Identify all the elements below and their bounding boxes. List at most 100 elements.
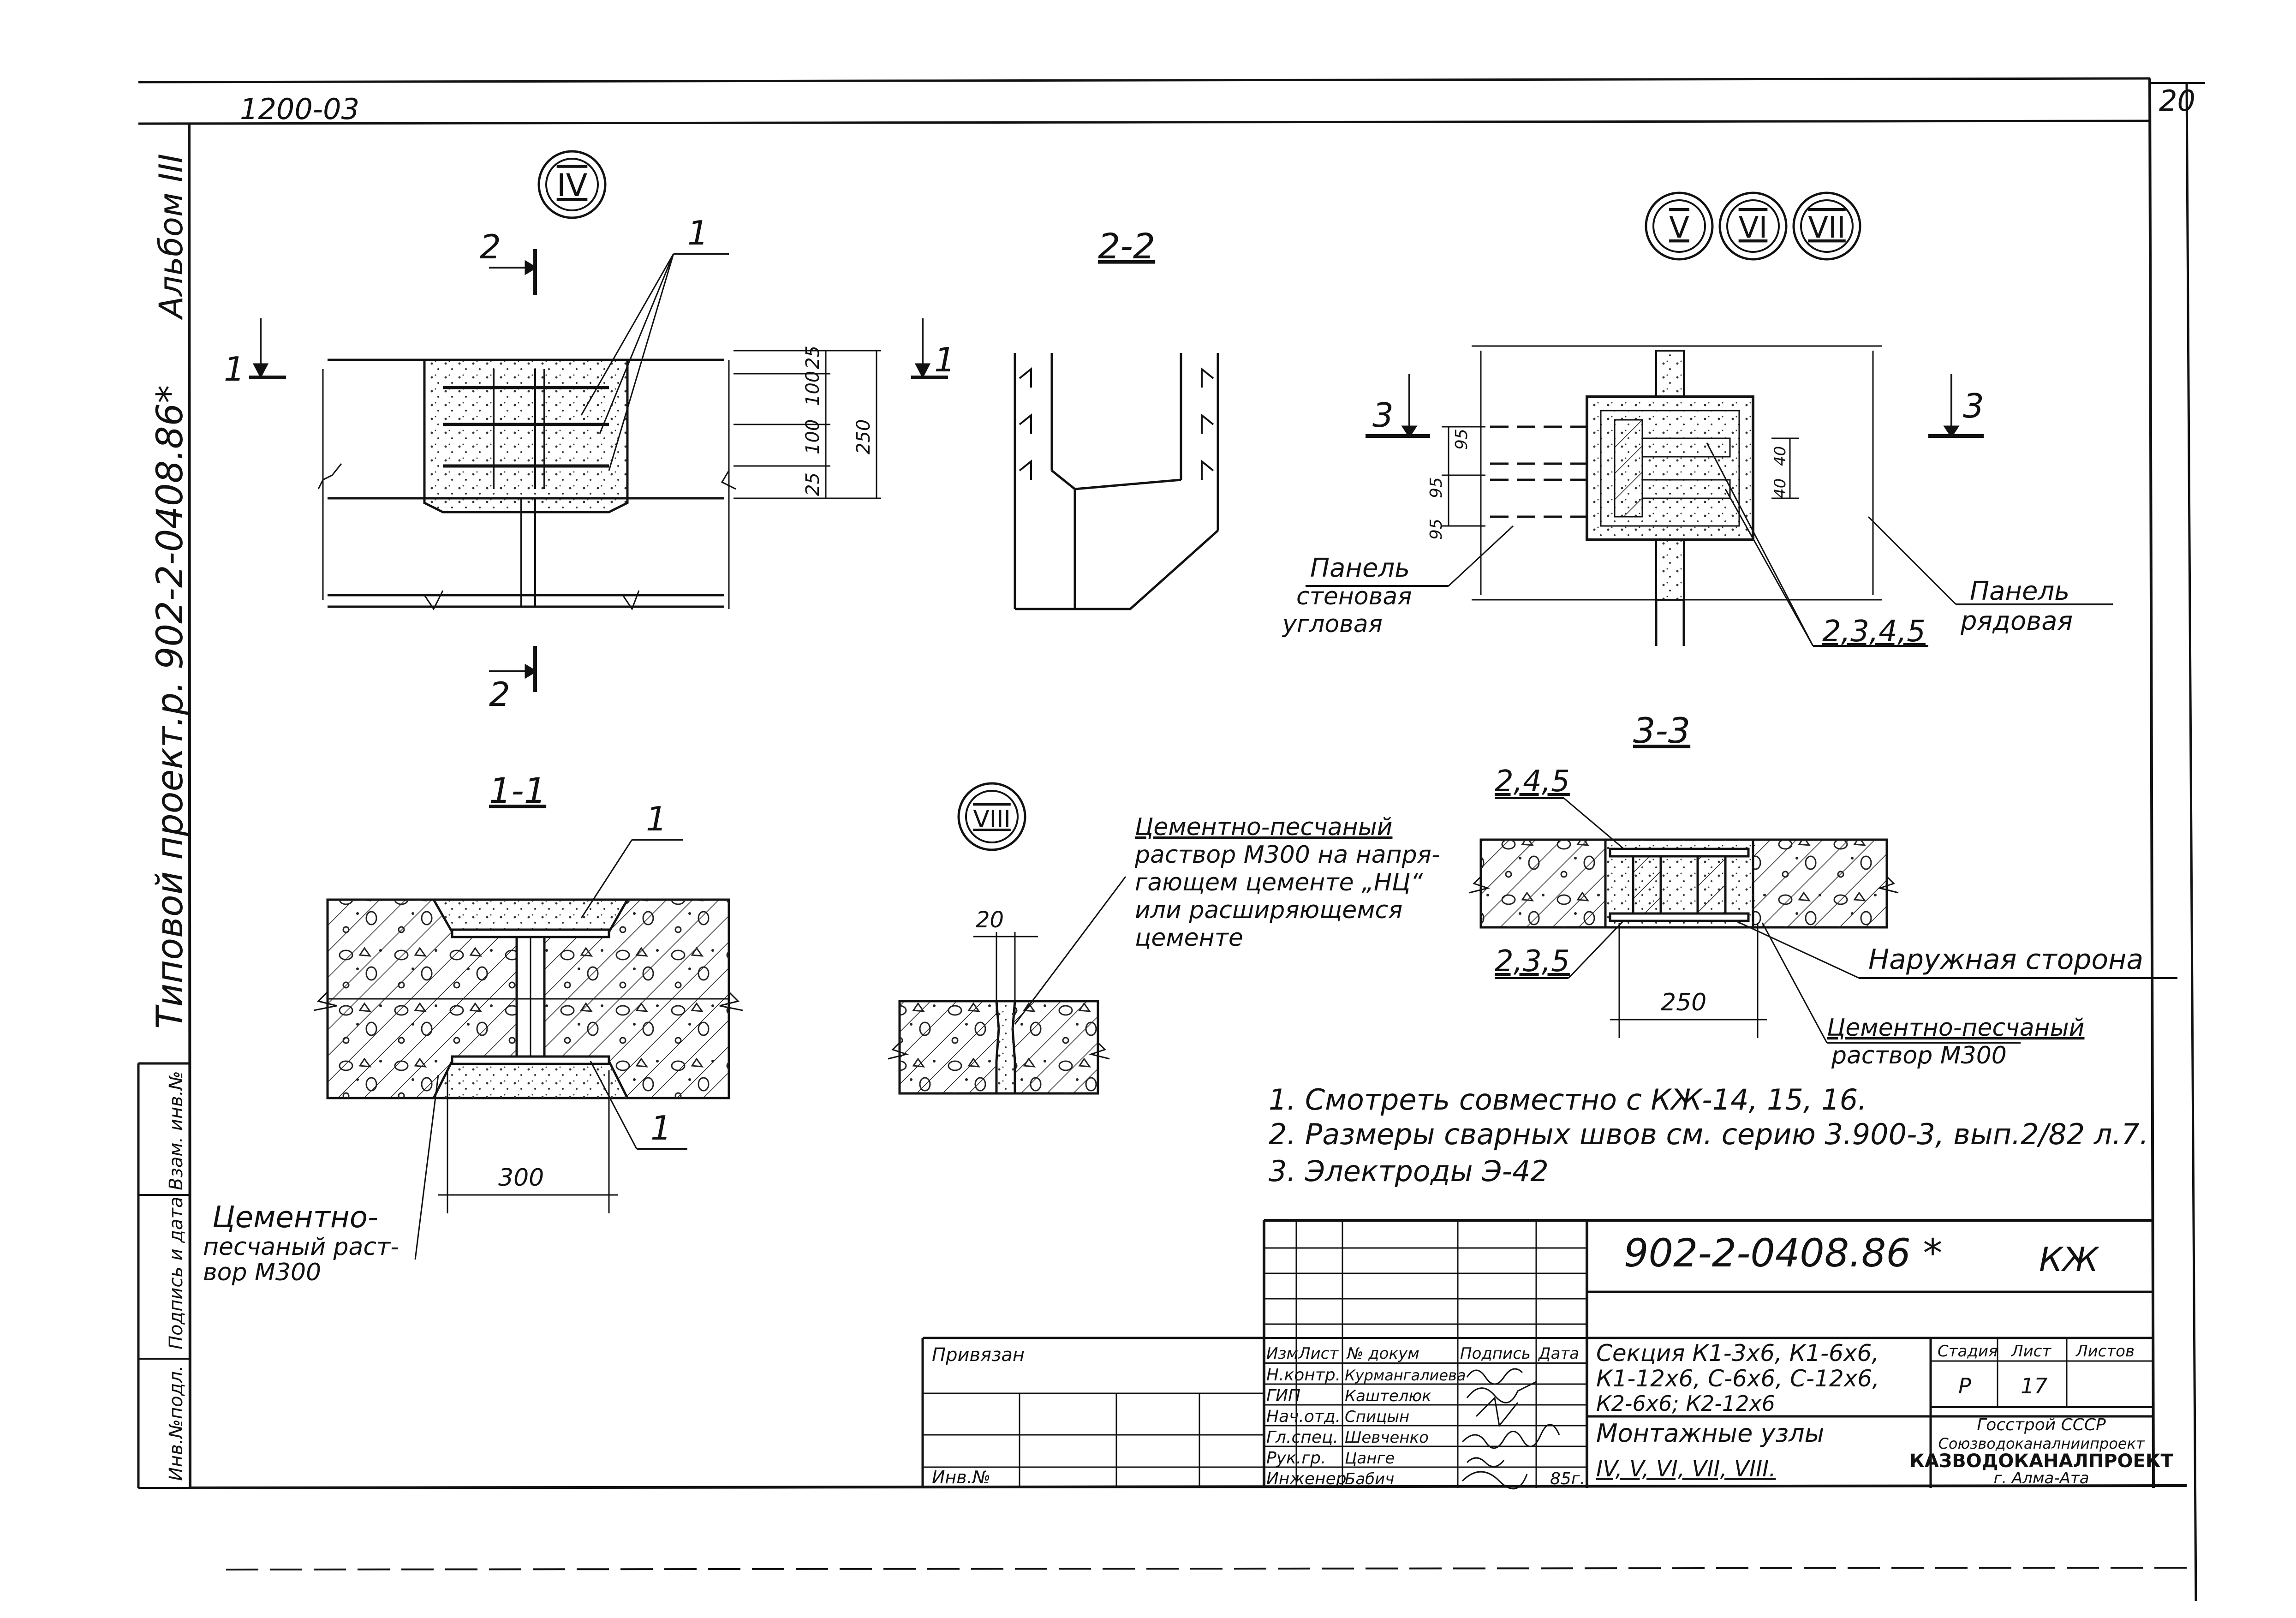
- dim-250-vertical: 250: [853, 419, 874, 454]
- stage-value: Р: [1958, 1373, 1971, 1398]
- node-vi-label: VI: [1739, 211, 1768, 245]
- label-panel-corner-1: Панель: [1310, 553, 1410, 583]
- label-mortar-b1: Цементно-: [212, 1200, 378, 1235]
- name-babich: Бабич: [1345, 1470, 1394, 1488]
- cut-mark-2-bottom: 2: [489, 675, 510, 714]
- label-panel-row-1: Панель: [1970, 576, 2069, 606]
- sheet-title-2: К1-12х6, С-6х6, С-12х6,: [1596, 1365, 1879, 1392]
- label-outer-side: Наружная сторона: [1868, 943, 2143, 976]
- dim-40-a: 40: [1771, 446, 1789, 466]
- section-1-1-title: 1-1: [489, 770, 546, 811]
- cut-mark-3-right: 3: [1963, 387, 1984, 425]
- cut-mark-1-right: 1: [934, 340, 955, 379]
- title-block-grid: [921, 1219, 2152, 1488]
- col-header-date: Дата: [1538, 1344, 1579, 1363]
- node-iv-plan: [249, 249, 948, 692]
- section-2-2: [1014, 353, 1219, 610]
- handwritten-signatures: [1461, 1368, 1560, 1490]
- label-mortar-c4: или расширяющемся: [1135, 896, 1402, 924]
- name-shevchenko: Шевченко: [1345, 1428, 1429, 1447]
- album-label: Альбом III: [152, 154, 190, 320]
- dim-25-bottom: 25: [802, 472, 823, 496]
- inv-label: Инв.№: [932, 1467, 990, 1487]
- label-mortar-c5: цементе: [1135, 924, 1243, 952]
- label-panel-row-2: рядовая: [1960, 606, 2073, 636]
- node-v-marker: V: [1645, 191, 1714, 261]
- name-tsange: Цанге: [1345, 1449, 1395, 1468]
- node-vii-label: VII: [1808, 211, 1846, 245]
- label-panel-corner-3: угловая: [1282, 610, 1383, 638]
- org-city: г. Алма-Ата: [1993, 1469, 2089, 1487]
- cut-mark-3-left: 3: [1372, 396, 1394, 435]
- col-header-doc: № докум: [1346, 1344, 1419, 1363]
- section-3-3: [1469, 797, 2177, 1044]
- node-viii-marker: VIII: [957, 782, 1026, 851]
- sheet-title-3: К2-6х6; К2-12х6: [1596, 1391, 1775, 1416]
- label-mortar-b2: песчаный раст-: [203, 1233, 399, 1261]
- node-iv-marker: IV: [537, 150, 607, 219]
- col-header-list: Лист: [1298, 1344, 1339, 1363]
- role-ruk-gr: Рук.гр.: [1266, 1449, 1326, 1468]
- sheet-subtitle-2: IV, V, VI, VII, VIII.: [1596, 1456, 1776, 1482]
- node-v-vi-vii-plan: [1306, 345, 2113, 647]
- sheet-value: 17: [2021, 1373, 2048, 1398]
- label-mortar-b3: вор М300: [203, 1259, 321, 1286]
- node-vi-marker: VI: [1718, 191, 1788, 261]
- section-3-3-title: 3-3: [1633, 710, 1690, 751]
- node-v-label: V: [1669, 211, 1689, 245]
- section-2-2-title: 2-2: [1098, 226, 1155, 267]
- name-kashtelyuk: Каштелюк: [1345, 1387, 1431, 1405]
- sheet-number: 20: [2159, 84, 2195, 118]
- sign-year: 85г.: [1550, 1469, 1585, 1488]
- sheet-frame: [137, 77, 2205, 1601]
- role-gl-spec: Гл.спец.: [1266, 1428, 1338, 1447]
- sheet-subtitle-1: Монтажные узлы: [1596, 1419, 1824, 1448]
- col-header-izm: Изм: [1266, 1344, 1298, 1363]
- callout-1-bottom: 1: [650, 1109, 672, 1147]
- cut-mark-2-top: 2: [480, 227, 501, 266]
- node-vii-marker: VII: [1792, 191, 1861, 261]
- note-1: 1. Смотреть совместно с КЖ-14, 15, 16.: [1269, 1083, 1867, 1116]
- label-mortar-a2: раствор М300: [1831, 1042, 2007, 1069]
- role-nach-otd: Нач.отд.: [1266, 1407, 1341, 1426]
- callout-1-top: 1: [646, 800, 667, 838]
- org-soyuz: Союзводоканалниипроект: [1938, 1435, 2145, 1452]
- org-kazvodokanal: КАЗВОДОКАНАЛПРОЕКТ: [1909, 1451, 2173, 1472]
- dim-250: 250: [1661, 989, 1706, 1016]
- series-code: 1200-03: [240, 92, 359, 126]
- sheet-title-1: Секция К1-3х6, К1-6х6,: [1596, 1340, 1879, 1367]
- label-panel-corner-2: стеновая: [1296, 583, 1412, 610]
- dim-95-a: 95: [1452, 429, 1471, 450]
- dim-25-top: 25: [802, 346, 823, 369]
- role-gip: ГИП: [1266, 1386, 1300, 1405]
- dim-100-top: 100: [802, 371, 823, 406]
- label-mortar-c2: раствор М300 на напря-: [1134, 841, 1440, 869]
- label-mortar-c1: Цементно-песчаный: [1135, 813, 1392, 841]
- node-viii-detail: [888, 876, 1127, 1095]
- callout-235: 2,3,5: [1495, 944, 1570, 979]
- callout-2345: 2,3,4,5: [1822, 615, 1926, 649]
- sheets-label: Листов: [2075, 1342, 2135, 1361]
- dim-300: 300: [498, 1164, 544, 1192]
- callout-1-plan: 1: [687, 214, 709, 252]
- stamp-cell-sign: Подпись и дата: [166, 1197, 187, 1349]
- note-2: 2. Размеры сварных швов см. серию 3.900-…: [1269, 1117, 2148, 1151]
- col-header-sign: Подпись: [1460, 1344, 1531, 1363]
- doc-code: 902-2-0408.86 *: [1624, 1230, 1942, 1276]
- stamp-cell-replace: Взам. инв.№: [166, 1071, 187, 1190]
- dim-95-b: 95: [1427, 477, 1446, 498]
- role-nkontr: Н.контр.: [1266, 1366, 1341, 1385]
- sheet-label: Лист: [2010, 1342, 2051, 1361]
- dim-100-mid: 100: [802, 419, 823, 454]
- dim-95-c: 95: [1427, 519, 1446, 540]
- doc-mark: КЖ: [2039, 1240, 2100, 1279]
- node-iv-label: IV: [557, 167, 588, 204]
- org-gosstroy: Госстрой СССР: [1977, 1415, 2106, 1434]
- tied-label: Привязан: [932, 1344, 1025, 1366]
- role-engineer: Инженер: [1266, 1469, 1347, 1488]
- project-label: Типовой проект.р. 902-2-0408.86*: [149, 385, 191, 1029]
- stamp-cell-inv: Инв.№подл.: [166, 1365, 187, 1481]
- name-spicyn: Спицын: [1345, 1408, 1409, 1426]
- stage-label: Стадия: [1938, 1342, 1998, 1361]
